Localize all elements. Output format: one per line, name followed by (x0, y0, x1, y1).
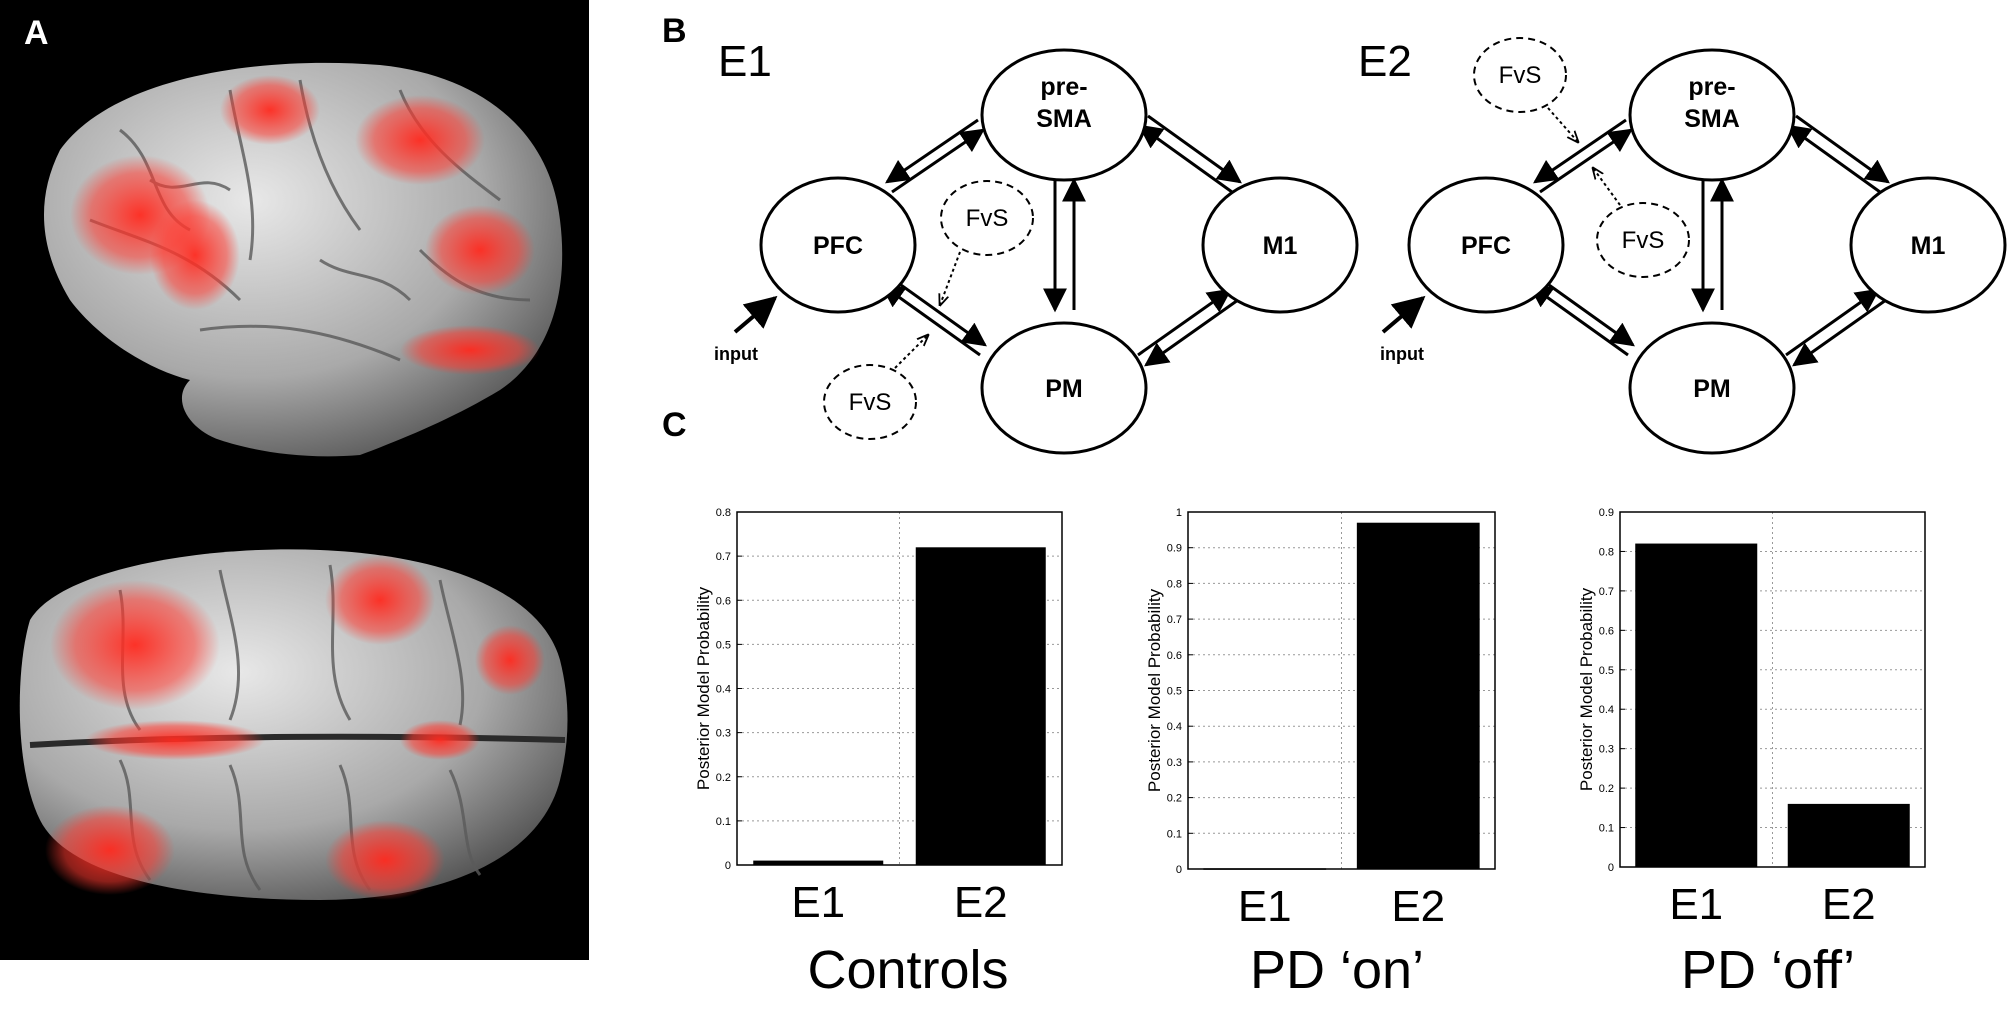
y-tick-label: 0.5 (716, 639, 731, 651)
y-tick-label: 0.5 (1167, 686, 1182, 698)
modulator-e2-presma-pfc-bottom: FvS (1593, 168, 1690, 278)
x-category-label: E1 (1669, 880, 1723, 929)
node-m1: M1 (1201, 176, 1359, 314)
y-tick-label: 0.8 (1167, 578, 1182, 590)
svg-text:M1: M1 (1263, 232, 1298, 260)
modulator-e2-pfc-presma-top: FvS (1473, 37, 1578, 142)
node-pfc: PFC (759, 176, 917, 314)
x-category-label: E1 (1238, 882, 1292, 931)
y-tick-label: 0.2 (1599, 783, 1614, 795)
node-pm: PM (980, 321, 1148, 455)
network-e2: E2 PFC pre- SMA (1358, 37, 2007, 455)
bar-e2 (1356, 522, 1480, 869)
bar-e2 (915, 547, 1046, 865)
model-label-e1: E1 (718, 37, 772, 86)
bar-e1 (1635, 543, 1758, 867)
panel-letter-a: A (24, 14, 49, 52)
y-tick-label: 0.9 (1599, 507, 1614, 519)
y-tick-label: 0.5 (1599, 665, 1614, 677)
y-tick-label: 0.8 (1599, 546, 1614, 558)
panel-letter-c: C (662, 406, 687, 444)
y-tick-label: 1 (1176, 507, 1182, 519)
x-category-label: E1 (791, 878, 845, 927)
panel-c-charts: 0 0.1 0.2 0.3 0.4 0.5 0.6 0.7 0.8E1 E2 Posterior M… (694, 507, 1926, 1000)
y-tick-label: 0.1 (1599, 823, 1614, 835)
nodes-e2: PFC pre- SMA M1 PM (1407, 48, 2007, 455)
brain-lateral-view (43, 62, 563, 457)
svg-text:PFC: PFC (813, 232, 863, 260)
y-tick-label: 0 (725, 860, 731, 872)
y-tick-label: 0.7 (716, 551, 731, 563)
y-tick-label: 0.7 (1599, 586, 1614, 598)
node-pm: PM (1628, 321, 1796, 455)
plot-frame (1619, 511, 1926, 868)
svg-text:FvS: FvS (1499, 62, 1542, 89)
svg-text:SMA: SMA (1036, 105, 1092, 133)
group-label: PD ‘on’ (1250, 940, 1424, 1000)
svg-text:pre-: pre- (1688, 73, 1735, 101)
y-tick-label: 0.7 (1167, 614, 1182, 626)
panel-letter-b: B (662, 12, 687, 50)
input-label-e2: input (1380, 344, 1424, 364)
y-tick-label: 0 (1608, 862, 1614, 874)
y-tick-label: 0.4 (1599, 704, 1614, 716)
svg-text:PFC: PFC (1461, 232, 1511, 260)
node-pfc: PFC (1407, 176, 1565, 314)
y-axis-label: Posterior Model Probability (1145, 588, 1164, 792)
connections-e1 (733, 114, 1242, 367)
brain-dorsal-view (19, 549, 568, 900)
model-label-e2: E2 (1358, 37, 1412, 86)
y-tick-label: 0.8 (716, 507, 731, 519)
y-axis-label: Posterior Model Probability (1577, 587, 1596, 791)
x-category-label: E2 (1391, 882, 1445, 931)
svg-text:M1: M1 (1911, 232, 1946, 260)
panel-a: A (0, 0, 589, 960)
y-tick-label: 0.2 (716, 772, 731, 784)
y-tick-label: 0.2 (1167, 793, 1182, 805)
connections-e2 (1381, 114, 1890, 367)
group-label: PD ‘off’ (1681, 940, 1855, 1000)
bar-chart-3: 0 0.1 0.2 0.3 0.4 0.5 0.6 0.7 0.8 0.9E1 E2 Posterio… (1577, 507, 1926, 1000)
modulator-e1-pm-pfc-arrow: FvS (823, 335, 928, 440)
y-tick-label: 0.9 (1167, 543, 1182, 555)
bar-chart-2: 0 0.1 0.2 0.3 0.4 0.5 0.6 0.7 0.8 0.9 1E1 E2 Posteri… (1145, 507, 1496, 1000)
network-e1: E1 PFC pr (714, 37, 1359, 455)
y-tick-label: 0.3 (1599, 744, 1614, 756)
y-tick-label: 0.1 (1167, 828, 1182, 840)
y-tick-label: 0.6 (716, 595, 731, 607)
y-tick-label: 0.6 (1599, 625, 1614, 637)
y-tick-label: 0.4 (1167, 721, 1182, 733)
y-tick-label: 0.4 (716, 684, 731, 696)
svg-text:FvS: FvS (966, 205, 1009, 232)
svg-text:FvS: FvS (849, 389, 892, 416)
y-tick-label: 0.3 (1167, 757, 1182, 769)
svg-text:SMA: SMA (1684, 105, 1740, 133)
group-label: Controls (807, 940, 1008, 1000)
bar-chart-1: 0 0.1 0.2 0.3 0.4 0.5 0.6 0.7 0.8E1 E2 Posterior M… (694, 507, 1063, 1000)
svg-text:PM: PM (1693, 375, 1731, 403)
svg-text:FvS: FvS (1622, 227, 1665, 254)
nodes-e1: PFC pre- SMA M1 PM (759, 48, 1359, 455)
y-tick-label: 0.3 (716, 728, 731, 740)
svg-text:PM: PM (1045, 375, 1083, 403)
y-tick-label: 0 (1176, 864, 1182, 876)
bar-e2 (1787, 803, 1910, 867)
x-category-label: E2 (1822, 880, 1876, 929)
svg-text:pre-: pre- (1040, 73, 1087, 101)
node-presma: pre- SMA (980, 48, 1148, 182)
node-m1: M1 (1849, 176, 2007, 314)
y-tick-label: 0.1 (716, 816, 731, 828)
y-tick-label: 0.6 (1167, 650, 1182, 662)
node-presma: pre- SMA (1628, 48, 1796, 182)
x-category-label: E2 (954, 878, 1008, 927)
modulator-e1-pfc-pm-arrow: FvS (940, 180, 1034, 305)
y-axis-label: Posterior Model Probability (694, 586, 713, 790)
bar-e1 (753, 860, 884, 865)
input-label-e1: input (714, 344, 758, 364)
